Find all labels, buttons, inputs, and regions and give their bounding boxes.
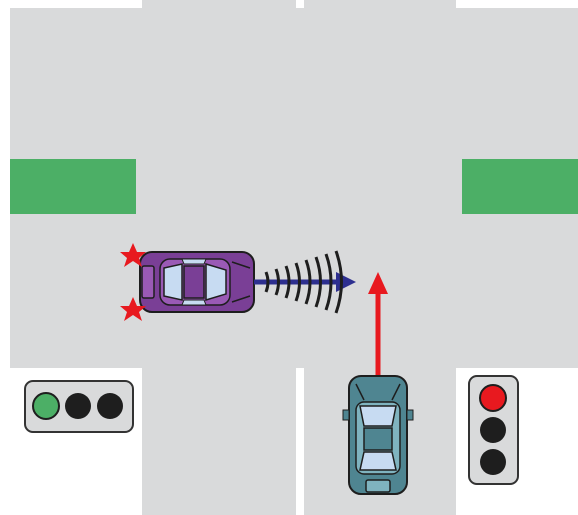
ego-vehicle-windshield (360, 406, 396, 426)
left-light-right (97, 393, 123, 419)
right-traffic-light (469, 376, 518, 484)
right-light-middle (480, 417, 506, 443)
left-light-middle (65, 393, 91, 419)
median-right (462, 159, 578, 214)
crossing-vehicle-windshield (206, 264, 226, 300)
left-traffic-light (25, 381, 133, 432)
right-light-bottom (480, 449, 506, 475)
left-light-green (33, 393, 59, 419)
ego-vehicle-rear-window (360, 452, 396, 470)
crossing-vehicle-rear-bumper (142, 266, 154, 298)
lane-divider-bottom (296, 368, 304, 515)
ego-vehicle-mirror-right (407, 410, 413, 420)
crossing-vehicle-roof-panel (184, 266, 204, 298)
corner-top-right (456, 0, 578, 8)
corner-top-left (0, 0, 142, 8)
ego-vehicle-roof-panel (364, 428, 392, 450)
ego-vehicle-rear-bumper (366, 480, 390, 492)
edge-left (0, 0, 10, 515)
right-light-red (480, 385, 506, 411)
crossing-vehicle (120, 243, 254, 321)
crossing-vehicle-side-window-bottom (182, 300, 206, 305)
crossing-vehicle-rear-window (164, 264, 182, 300)
ego-vehicle (343, 376, 413, 494)
median-left (10, 159, 136, 214)
ego-vehicle-mirror-left (343, 410, 349, 420)
crossing-vehicle-side-window-top (182, 259, 206, 264)
lane-divider-top (296, 0, 304, 8)
